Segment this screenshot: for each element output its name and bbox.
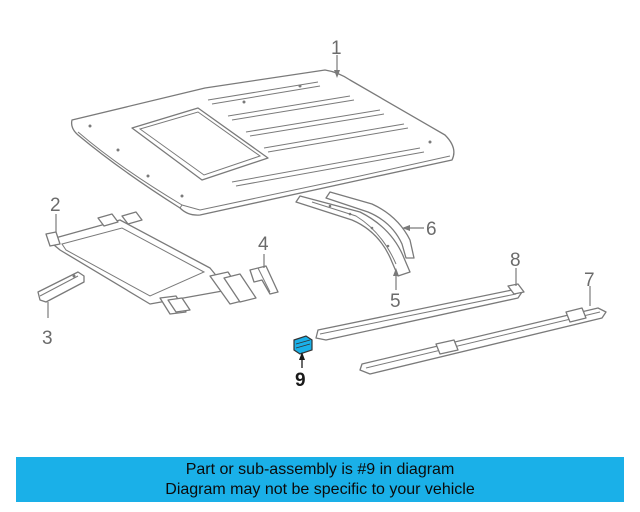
sunroof-frame[interactable]: [45, 211, 257, 315]
callout-5: 5: [390, 291, 401, 312]
callout-9: 9: [295, 370, 306, 391]
banner-line-2: Diagram may not be specific to your vehi…: [165, 481, 475, 498]
bracket-3[interactable]: [37, 271, 85, 303]
rail-8[interactable]: [315, 283, 525, 341]
info-banner: Part or sub-assembly is #9 in diagram Di…: [16, 457, 624, 502]
callout-9-leader: [299, 352, 305, 368]
callout-8: 8: [510, 250, 521, 271]
clip-4[interactable]: [249, 265, 279, 295]
callout-7: 7: [584, 270, 595, 291]
callout-4: 4: [258, 234, 269, 255]
roof-panel[interactable]: [70, 69, 455, 216]
parts-diagram: 1 5 6 2: [37, 38, 607, 391]
callout-5-leader: [393, 268, 399, 290]
callout-6: 6: [426, 219, 437, 240]
callout-2: 2: [50, 195, 61, 216]
roof-bow-front[interactable]: [295, 195, 411, 277]
clip-9-highlighted[interactable]: [293, 335, 313, 355]
callout-1: 1: [331, 38, 342, 59]
banner-line-1: Part or sub-assembly is #9 in diagram: [185, 461, 455, 478]
roof-bow-rear[interactable]: [325, 191, 415, 259]
callout-3: 3: [42, 328, 53, 349]
callout-1-leader: [334, 55, 340, 78]
callout-6-leader: [402, 225, 424, 231]
rail-7[interactable]: [359, 307, 607, 375]
